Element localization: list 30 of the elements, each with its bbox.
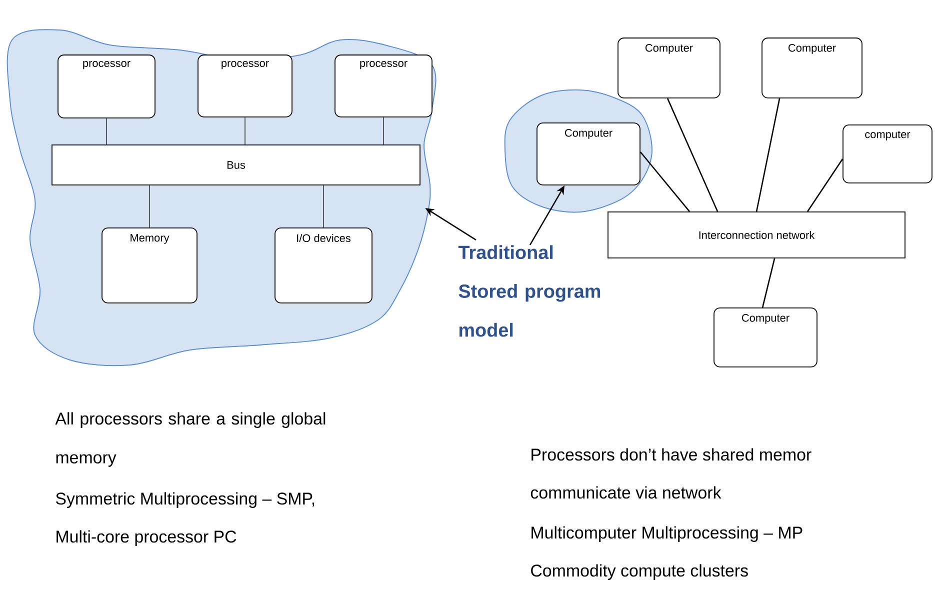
- note-text: Symmetric Multiprocessing – SMP,: [56, 492, 314, 508]
- memory-box: Memory: [102, 228, 198, 304]
- io-box: I/O devices: [274, 228, 372, 304]
- note-text: Multicomputer Multiprocessing – MP: [532, 526, 802, 542]
- connector-line: [323, 185, 324, 228]
- note-text: Traditional Stored program model: [458, 245, 600, 337]
- note-text: communicate via network: [530, 486, 722, 499]
- bus-bar: Bus: [52, 144, 420, 186]
- computer-box: Computer: [618, 38, 720, 98]
- connector-line: [807, 158, 844, 212]
- computer-box: Computer: [762, 38, 862, 98]
- note-text: Processors don’t have shared memor: [532, 448, 812, 461]
- note-text: Commodity compute clusters: [531, 564, 748, 580]
- connector-line: [666, 98, 718, 212]
- processor-box: processor: [198, 54, 292, 118]
- computer-box: computer: [842, 124, 932, 184]
- processor-box: processor: [334, 54, 432, 118]
- connector-line: [762, 258, 776, 308]
- connector-line: [756, 98, 780, 212]
- note-text: All processors share a single global memory: [55, 412, 326, 467]
- network-bar: Interconnection network: [608, 212, 906, 258]
- processor-box: processor: [58, 54, 156, 118]
- connector-line: [106, 118, 107, 145]
- note-text: Multi-core processor PC: [56, 530, 236, 546]
- connector-line: [244, 117, 246, 145]
- computer-box: Computer: [536, 122, 640, 186]
- computer-box: Computer: [714, 308, 818, 368]
- connector-line: [640, 152, 690, 212]
- connector-line: [383, 117, 384, 145]
- connector-line: [149, 185, 150, 228]
